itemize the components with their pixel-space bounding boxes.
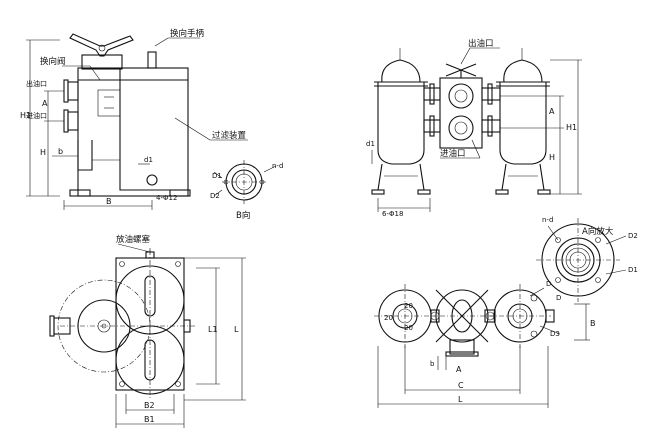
dim-H1-right: H1 xyxy=(566,123,577,132)
valve-label: 换向阀 xyxy=(40,56,66,67)
dim-H-left: H xyxy=(40,148,46,157)
filter-housing xyxy=(77,67,189,197)
note-20a: 20 xyxy=(384,314,393,322)
dim-B-left: B xyxy=(106,197,112,206)
center-valve xyxy=(439,77,483,149)
dim-D1-b: D1 xyxy=(212,172,222,180)
dim-nd-b: n-d xyxy=(272,162,283,170)
dim-C: C xyxy=(458,381,464,390)
dim-d1-left: d1 xyxy=(144,156,153,164)
dim-b-left: b xyxy=(58,147,63,156)
bolt-spec-right: 6-Φ18 xyxy=(382,210,403,218)
dim-D3: D3 xyxy=(550,330,560,338)
note-20b: 20 xyxy=(404,302,413,310)
dim-b-bottom: b xyxy=(430,360,435,368)
dim-D2-b: D2 xyxy=(210,192,220,200)
dim-D2-a: D2 xyxy=(628,232,638,240)
note-20c: 20 xyxy=(404,324,413,332)
right-vessel xyxy=(499,81,547,165)
inlet-label-right: 进油口 xyxy=(440,148,466,159)
dim-B1: B1 xyxy=(144,415,155,424)
dim-d1-right: d1 xyxy=(366,140,375,148)
dim-H-right: H xyxy=(549,153,555,162)
dim-D-a: D xyxy=(556,294,561,302)
dim-A-right: A xyxy=(549,107,555,116)
handle-lever xyxy=(69,33,134,57)
dim-D-b: D xyxy=(546,280,551,288)
plan-view-right: 20 20 20 D D3 B A b C L xyxy=(374,280,596,408)
b-view: n-d D1 D2 B向 xyxy=(210,160,283,221)
plan-view-left: 放油螺塞 L1 L B2 B1 xyxy=(49,234,246,428)
dim-L-left: L xyxy=(234,325,239,334)
valve-block xyxy=(81,54,123,70)
bolt-spec-left: 4-Φ12 xyxy=(156,194,177,202)
dim-D1-a: D1 xyxy=(628,266,638,274)
handle-label: 换向手柄 xyxy=(170,28,205,39)
dim-B-right: B xyxy=(590,319,596,328)
dim-nd-a: n-d xyxy=(542,216,553,224)
view-a-label: A向放大 xyxy=(582,226,614,237)
dim-L-bottom: L xyxy=(458,395,463,404)
side-elevation-view: 换向手柄 换向阀 出油口 进油口 过滤装置 H1 H A b B 4-Φ12 d… xyxy=(20,28,248,210)
left-vessel xyxy=(377,81,425,165)
drain-plug-label: 放油螺塞 xyxy=(116,234,151,245)
outlet-label-right: 出油口 xyxy=(468,38,494,49)
drain-plug-side xyxy=(146,174,158,186)
view-b-label: B向 xyxy=(236,210,250,221)
dim-L1: L1 xyxy=(208,325,218,334)
outlet-flange-left xyxy=(67,81,79,101)
front-elevation-view: 出油口 进油口 H1 H A d1 6-Φ18 xyxy=(366,38,582,218)
inlet-label-left: 进油口 xyxy=(26,111,47,120)
inlet-flange-left xyxy=(67,111,79,131)
outlet-label-left: 出油口 xyxy=(26,79,47,88)
dim-A-bottom: A xyxy=(456,365,462,374)
a-enlarged-view: A向放大 n-d D2 D1 D xyxy=(536,216,638,302)
filter-device-label: 过滤装置 xyxy=(212,130,247,141)
dim-H1-left: H1 xyxy=(20,111,31,120)
dim-B2: B2 xyxy=(144,401,155,410)
dim-A-left: A xyxy=(42,99,48,108)
